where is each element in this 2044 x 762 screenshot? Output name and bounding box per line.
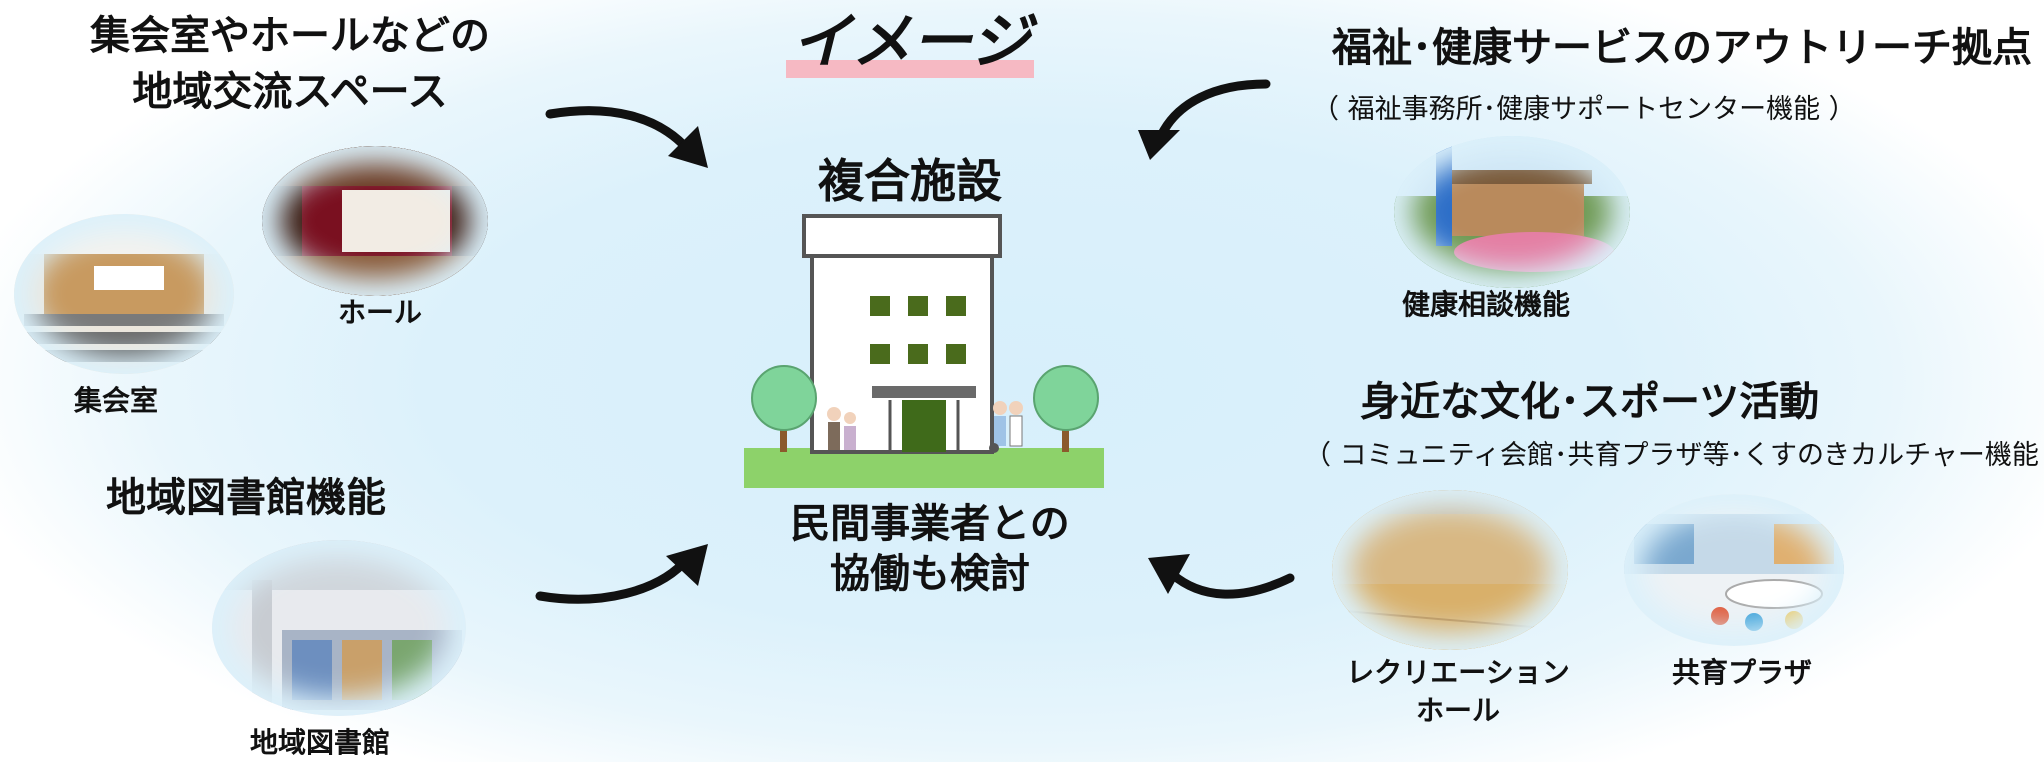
- meeting-room-caption: 集会室: [74, 384, 159, 417]
- library-caption: 地域図書館: [250, 726, 391, 759]
- facility-label: 複合施設: [818, 154, 1002, 208]
- title-underline: [786, 60, 1034, 78]
- arrow-top-left-icon: [545, 106, 708, 168]
- arrow-bottom-left-icon: [535, 544, 708, 604]
- subheading-welfare-outreach: （ 福祉事務所･健康サポートセンター機能 ）: [1312, 94, 1856, 125]
- recreation-hall-caption-line1: レクリエーション: [1346, 656, 1570, 689]
- health-center-photo: [1394, 136, 1630, 288]
- heading-community-space-line2: 地域交流スペース: [132, 69, 448, 115]
- center-note-line1: 民間事業者との: [790, 501, 1070, 547]
- arrow-bottom-right-icon: [1148, 554, 1295, 599]
- heading-library: 地域図書館機能: [106, 475, 386, 521]
- kyoiku-plaza-photo: [1624, 494, 1844, 646]
- heading-welfare-outreach: 福祉･健康サービスのアウトリーチ拠点: [1332, 25, 2032, 71]
- hall-caption: ホール: [338, 296, 423, 329]
- arrow-top-right-icon: [1138, 79, 1271, 160]
- recreation-hall-caption-line2: ホール: [1415, 694, 1500, 727]
- heading-community-space-line1: 集会室やホールなどの: [90, 13, 490, 59]
- diagram-title: イメージ: [791, 7, 1031, 77]
- kyoiku-plaza-caption: 共育プラザ: [1672, 656, 1813, 689]
- hall-photo: [262, 146, 488, 296]
- subheading-culture-sports: （ コミュニティ会館･共育プラザ等･くすのきカルチャー機能 ）: [1304, 440, 2044, 471]
- health-consultation-caption: 健康相談機能: [1402, 288, 1571, 321]
- center-note-line2: 協働も検討: [830, 551, 1030, 597]
- building-illustration: [744, 214, 1104, 488]
- heading-culture-sports: 身近な文化･スポーツ活動: [1360, 379, 1820, 425]
- recreation-hall-photo: [1332, 490, 1568, 650]
- library-photo: [212, 540, 466, 716]
- meeting-room-photo: [14, 214, 234, 374]
